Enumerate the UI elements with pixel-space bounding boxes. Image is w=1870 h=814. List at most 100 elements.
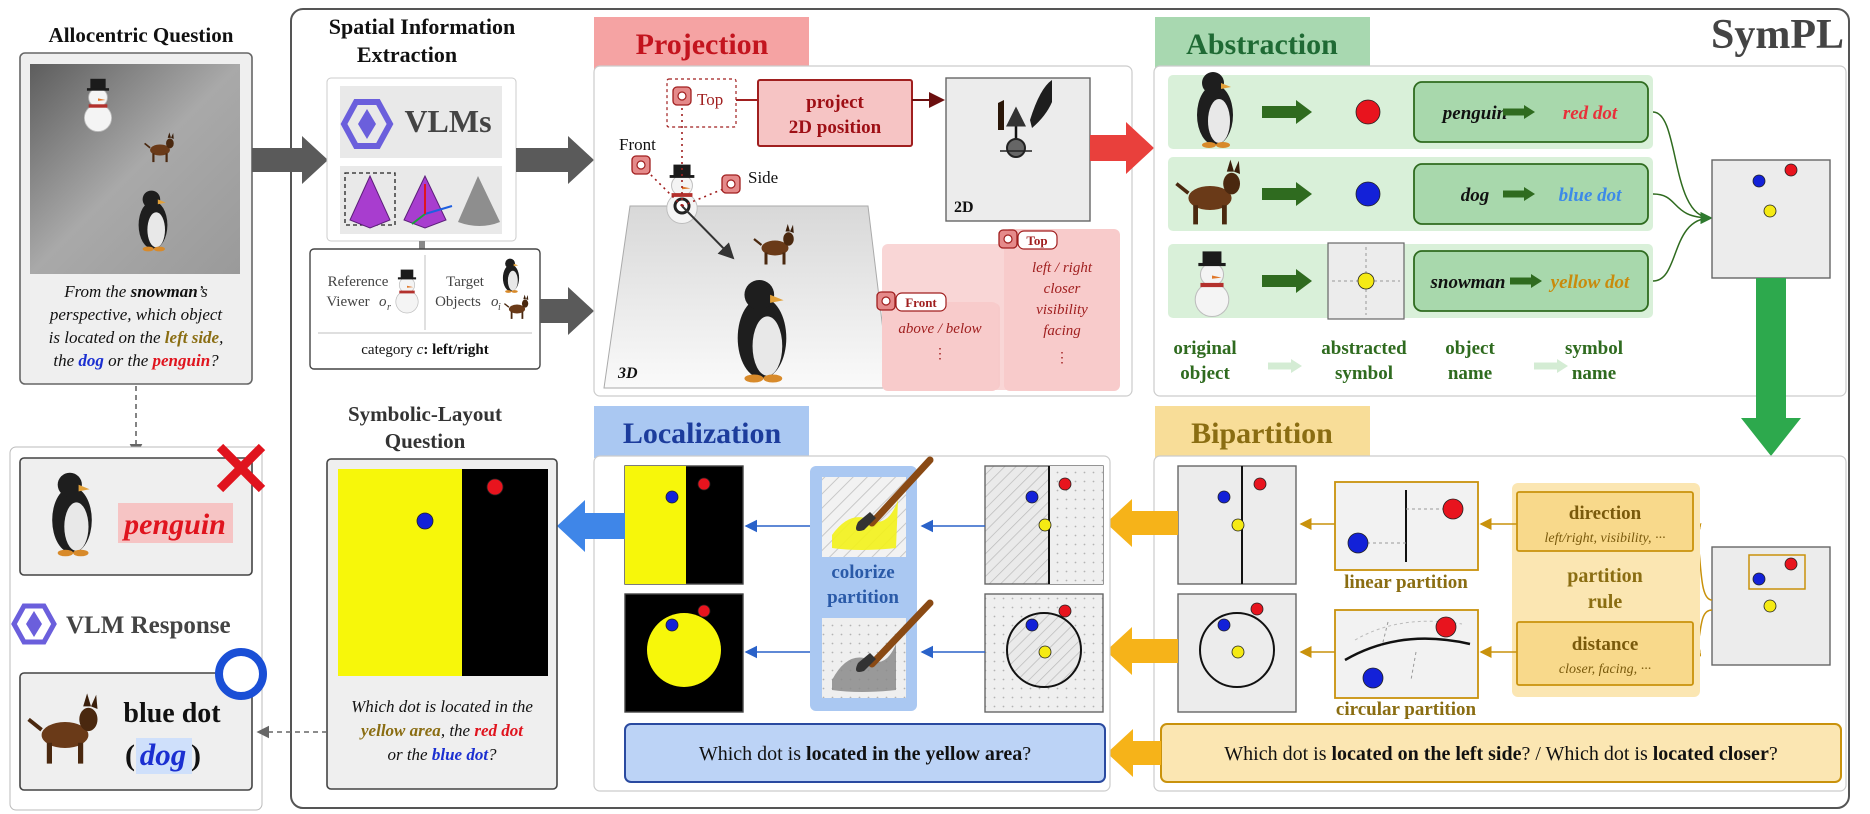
layout-dot-red <box>1784 557 1798 571</box>
vlm-response-label: VLM Response <box>66 612 231 639</box>
linear-blue-dot <box>1347 532 1369 554</box>
sympl-frame <box>290 8 1850 809</box>
text-segment: yellow area <box>359 721 441 740</box>
symbol-name: red dot <box>1563 103 1618 124</box>
cone-icon <box>458 176 500 226</box>
target-label: Objects <box>435 294 481 310</box>
dotted-half <box>1049 466 1103 584</box>
answer-word: dog <box>140 737 187 772</box>
flow-arrow-green <box>1741 278 1801 456</box>
symbolic-red-dot <box>486 478 504 496</box>
paintbrush-icon <box>856 653 876 672</box>
top-props-ellipsis: ⋮ <box>1055 351 1069 366</box>
text-segment: red dot <box>474 721 524 740</box>
symbolic-title: Symbolic-Layout <box>348 402 502 426</box>
localization-question: Which dot is located in the yellow area? <box>699 743 1031 765</box>
wrong-answer-highlight <box>118 503 233 543</box>
text-segment: Which dot is located in the <box>351 697 533 716</box>
colored-red-dot <box>697 604 711 618</box>
text-segment: located closer <box>1653 743 1769 765</box>
question-title: Allocentric Question <box>49 23 234 47</box>
brush-handle-icon <box>868 599 934 668</box>
linear-partition-label: linear partition <box>1344 572 1468 593</box>
layout-dot-yellow <box>1763 599 1777 613</box>
symbolic-title: Question <box>385 429 466 453</box>
partition-rule-label: partition <box>1567 565 1643 587</box>
layout-dot-yellow <box>1763 204 1777 218</box>
facing-arrow <box>681 205 735 260</box>
abstracted-dot <box>1355 99 1381 125</box>
result-blue-dot <box>1217 618 1231 632</box>
text-segment: or the <box>387 745 431 764</box>
cam-side-label: Side <box>748 168 778 187</box>
footer-label: name <box>1572 363 1616 384</box>
answer-paren: ( <box>125 739 135 772</box>
symbolic-blue-dot <box>416 512 434 530</box>
top-prop-item: visibility <box>1036 302 1088 318</box>
text-segment: From the <box>63 282 130 301</box>
top-tag-label: Top <box>1026 233 1047 248</box>
text-segment: the <box>53 351 78 370</box>
direction-rule-box <box>1516 491 1694 552</box>
extraction-title: Extraction <box>357 42 457 67</box>
selection-box <box>1748 554 1806 590</box>
text-segment: penguin <box>151 351 211 370</box>
cam-top-label: Top <box>697 90 723 109</box>
distance-guide <box>1381 621 1389 647</box>
text-segment: located on the left side <box>1331 743 1521 765</box>
answer-highlight <box>136 738 192 774</box>
abstraction-title: Abstraction <box>1186 28 1338 61</box>
symbolic-question-line: Which dot is located in the <box>351 697 533 716</box>
vlm-logo-icon <box>340 99 394 149</box>
projection-title: Projection <box>636 28 769 61</box>
object-name: penguin <box>1441 103 1507 124</box>
result-red-dot <box>1253 477 1267 491</box>
text-segment: , <box>219 328 223 347</box>
question-line: perspective, which object <box>49 305 224 324</box>
layout-dot-red <box>1784 163 1798 177</box>
flow-arrow-orange <box>1106 627 1178 675</box>
circular-partition-label: circular partition <box>1336 699 1477 720</box>
distance-sub: closer, facing, ··· <box>1559 662 1651 677</box>
abstracted-dot <box>1357 272 1375 290</box>
text-segment: ? <box>1769 743 1778 765</box>
camera-lens-icon <box>881 296 891 306</box>
front-props-ellipsis: ⋮ <box>933 347 947 362</box>
vlm-logo-icon <box>11 603 57 645</box>
abstraction-tab <box>1155 17 1370 69</box>
front-tag <box>895 292 947 312</box>
result-partition-circle <box>1199 612 1275 688</box>
colored-blue-dot <box>665 618 679 632</box>
abstracted-dot <box>1355 181 1381 207</box>
symbol-name: yellow dot <box>1549 272 1630 293</box>
text-segment: dog <box>78 351 104 370</box>
text-segment: ? / Which dot is <box>1521 743 1652 765</box>
question-line: is located on the left side, <box>49 328 224 347</box>
flow-arrow-blue <box>557 500 625 552</box>
loc-yellow-dot <box>1038 518 1052 532</box>
question-line: From the snowman’s <box>63 282 208 301</box>
top-cam-frame <box>666 78 737 128</box>
text-segment: : left/right <box>423 342 488 358</box>
footer-label: object <box>1180 363 1230 384</box>
loc-yellow-dot <box>1038 645 1052 659</box>
text-segment: left side <box>165 328 220 347</box>
row-arrow <box>1262 182 1312 206</box>
vlms-label: VLMs <box>404 103 491 139</box>
symbolic-yellow-area <box>338 469 462 676</box>
partition-rule-label: rule <box>1588 591 1623 613</box>
project-2d-box <box>757 79 913 147</box>
mini-arrow <box>1503 105 1535 119</box>
bipartition-tab <box>1155 406 1370 458</box>
project-label: 2D position <box>789 117 882 138</box>
yellow-area <box>647 613 721 687</box>
text-segment: ’s <box>198 282 208 301</box>
answer-paren: ) <box>191 739 201 772</box>
text-segment: is located on the <box>49 328 165 347</box>
reference-label: Viewer <box>326 294 369 310</box>
colored-blue-dot <box>665 490 679 504</box>
reference-subscript: r <box>387 302 391 313</box>
front-tag-label: Front <box>905 295 937 310</box>
footer-label: object <box>1445 338 1495 359</box>
